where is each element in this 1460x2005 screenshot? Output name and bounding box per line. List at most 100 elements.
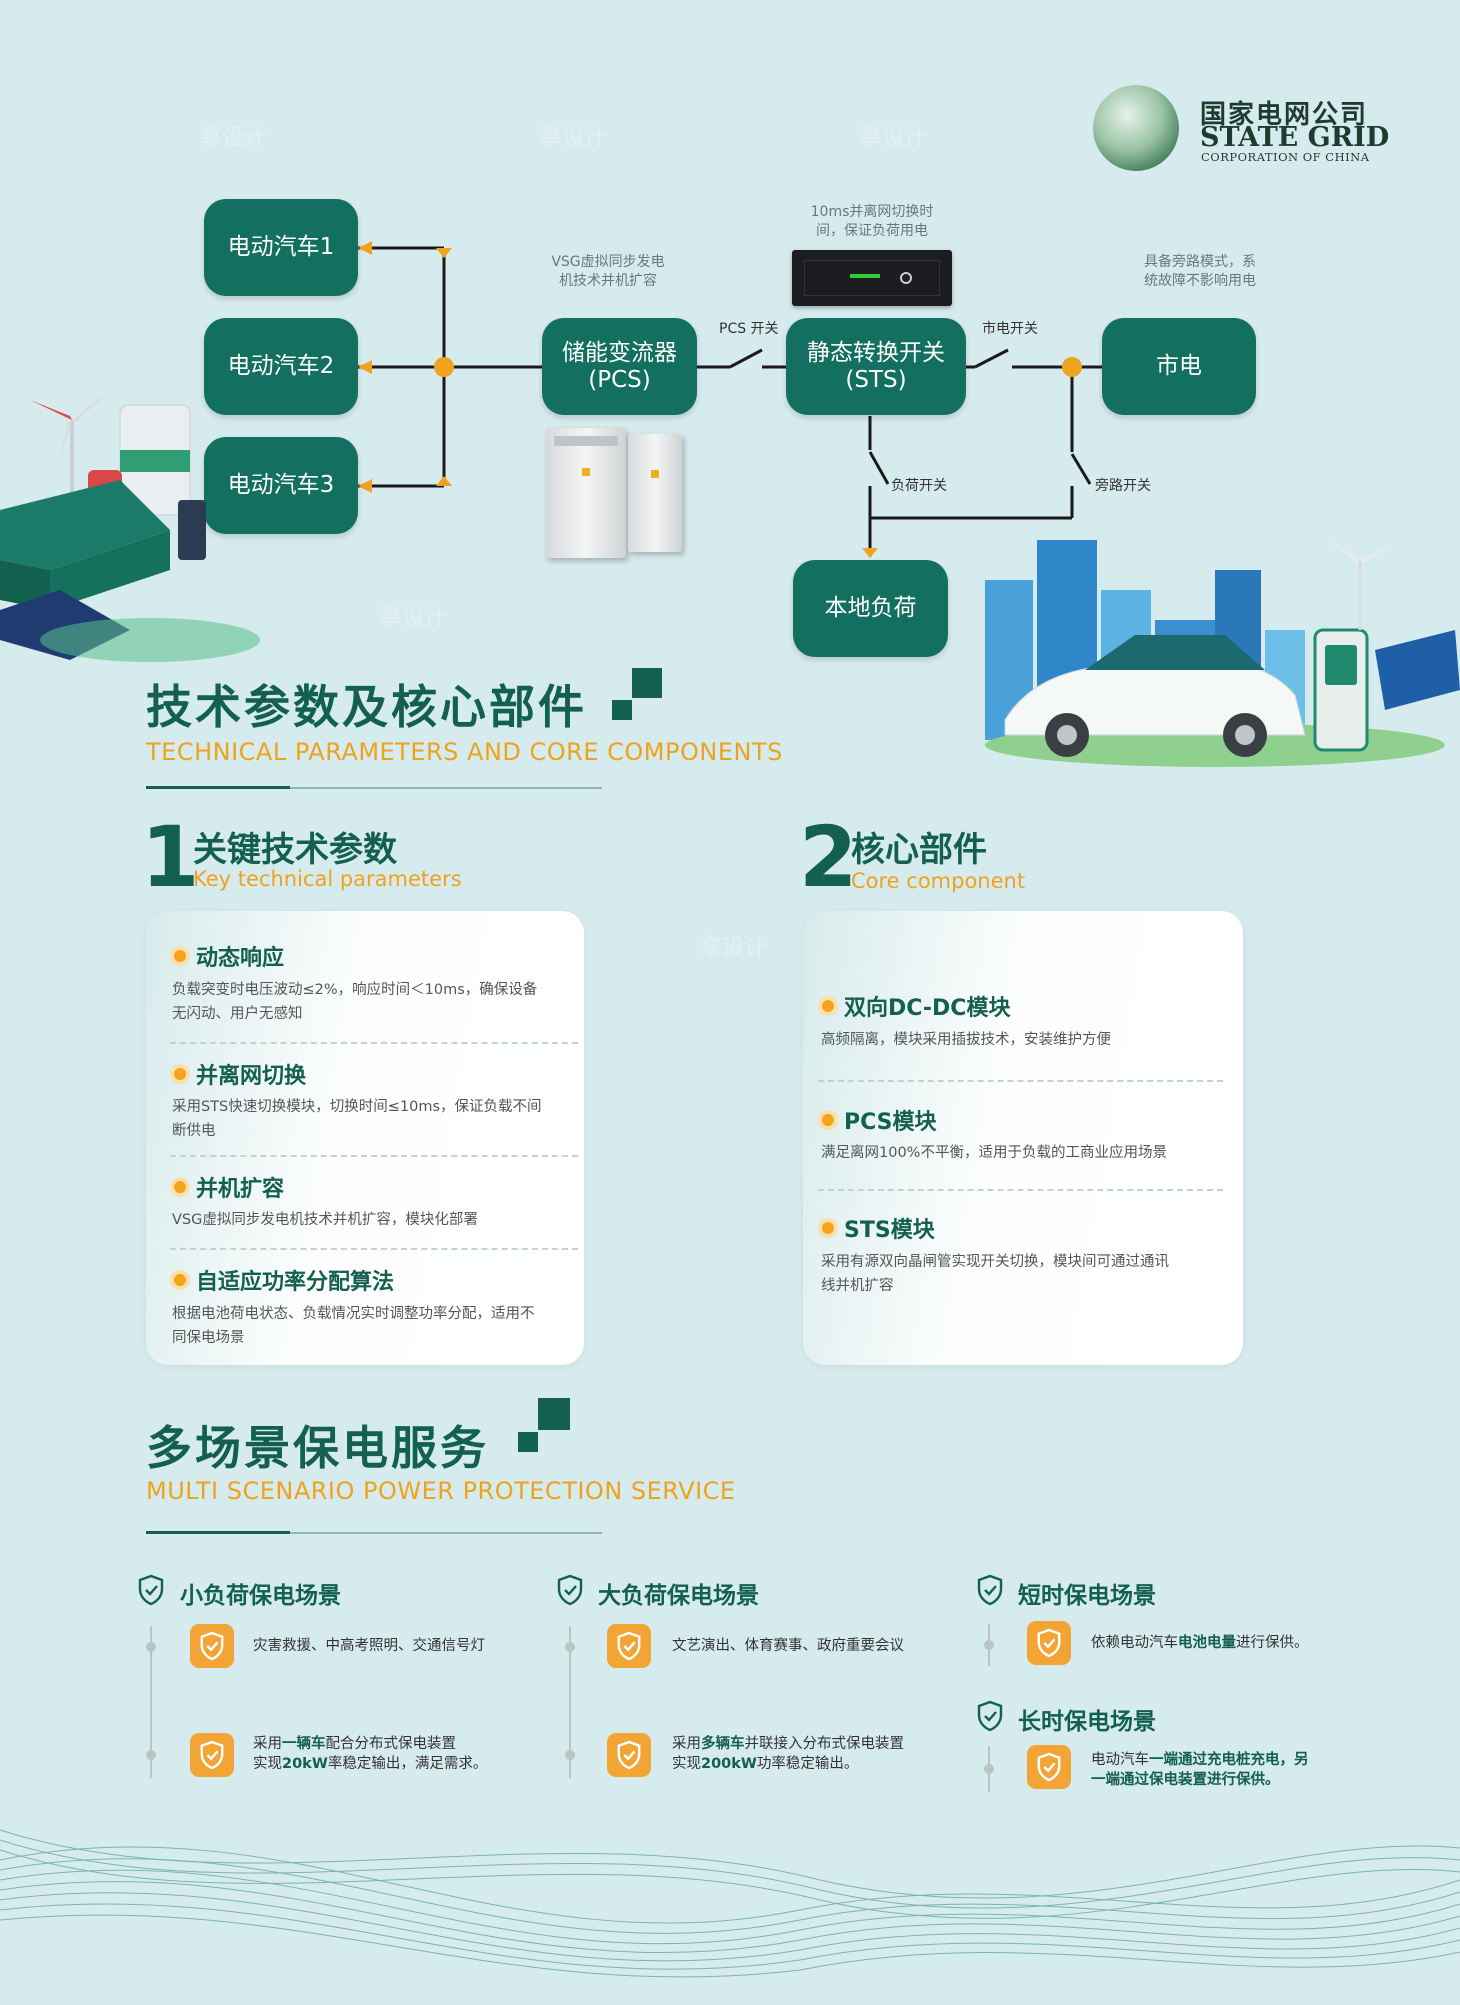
decorative-wave-lines xyxy=(0,1829,1460,1978)
section-divider-accent xyxy=(146,786,290,789)
title-deco-square xyxy=(632,668,662,698)
scenario-short-title: 短时保电场景 xyxy=(1018,1583,1156,1609)
param-item-desc: 根据电池荷电状态、负载情况实时调整功率分配，适用不 同保电场景 xyxy=(172,1306,535,1346)
ev2-node: 电动汽车2 xyxy=(204,318,358,415)
dashed-divider xyxy=(170,1155,578,1157)
shield-badge-icon xyxy=(607,1733,651,1777)
shield-check-icon xyxy=(977,1700,1003,1732)
shield-badge-icon xyxy=(190,1624,234,1668)
sts-node: 静态转换开关 (STS) xyxy=(786,318,966,415)
bullet-dot-icon xyxy=(818,1218,838,1238)
title-deco-square xyxy=(538,1398,570,1430)
service-section-title: 多场景保电服务 xyxy=(146,1421,489,1475)
param-item-title: 自适应功率分配算法 xyxy=(170,1264,394,1296)
pcs-switch-label: PCS 开关 xyxy=(719,321,779,337)
watermark: 享设计 xyxy=(540,126,607,151)
core-components-title: 核心部件 xyxy=(851,830,987,870)
key-params-title: 关键技术参数 xyxy=(193,830,397,870)
section-divider-accent xyxy=(146,1531,290,1534)
watermark: 享设计 xyxy=(380,606,447,631)
scenario-large-title: 大负荷保电场景 xyxy=(598,1583,759,1609)
logo-sub-text: CORPORATION OF CHINA xyxy=(1201,150,1370,164)
timeline-line xyxy=(569,1626,571,1778)
shield-check-icon xyxy=(138,1574,164,1606)
section-divider xyxy=(146,787,602,789)
energy-storage-illustration xyxy=(0,390,260,662)
shield-check-icon xyxy=(977,1574,1003,1606)
ev1-node: 电动汽车1 xyxy=(204,199,358,296)
timeline-dot xyxy=(984,1764,994,1774)
timeline-dot xyxy=(146,1642,156,1652)
vsg-note: VSG虚拟同步发电 机技术并机扩容 xyxy=(551,254,665,289)
component-item-title: 双向DC-DC模块 xyxy=(818,990,1010,1022)
diagram-connectors xyxy=(358,241,1102,558)
param-item-desc: 采用STS快速切换模块，切换时间≤10ms，保证负载不间 断供电 xyxy=(172,1099,542,1139)
shield-check-icon xyxy=(557,1574,583,1606)
title-deco-square xyxy=(612,700,632,720)
dashed-divider xyxy=(818,1080,1223,1082)
bullet-dot-icon xyxy=(818,1110,838,1130)
tech-section-subtitle: TECHNICAL PARAMETERS AND CORE COMPONENTS xyxy=(146,738,783,766)
scenario-short-text: 依赖电动汽车电池电量进行保供。 xyxy=(1091,1635,1309,1651)
component-item-title: STS模块 xyxy=(818,1212,935,1244)
scenario-large-text-2: 采用多辆车并联接入分布式保电装置 实现200kW功率稳定输出。 xyxy=(672,1736,904,1772)
dashed-divider xyxy=(818,1189,1223,1191)
section-divider xyxy=(146,1532,602,1534)
dashed-divider xyxy=(170,1042,578,1044)
grid-node: 市电 xyxy=(1102,318,1256,415)
component-item-desc: 采用有源双向晶闸管实现开关切换，模块间可通过通讯 线并机扩容 xyxy=(821,1254,1169,1294)
tech-section-title: 技术参数及核心部件 xyxy=(146,680,587,734)
timeline-dot xyxy=(565,1750,575,1760)
bullet-dot-icon xyxy=(170,1177,190,1197)
timeline-dot xyxy=(565,1642,575,1652)
watermark: 享设计 xyxy=(860,126,927,151)
param-item-title: 并离网切换 xyxy=(170,1058,306,1090)
grid-switch-label: 市电开关 xyxy=(982,321,1038,337)
ev3-node: 电动汽车3 xyxy=(204,437,358,534)
pcs-cabinet-image-2 xyxy=(628,434,682,552)
param-item-desc: VSG虚拟同步发电机技术并机扩容，模块化部署 xyxy=(172,1212,478,1228)
component-item-desc: 高频隔离，模块采用插拔技术，安装维护方便 xyxy=(821,1032,1111,1048)
bypass-switch-label: 旁路开关 xyxy=(1095,478,1151,494)
shield-badge-icon xyxy=(1027,1621,1071,1665)
bullet-dot-icon xyxy=(170,1270,190,1290)
key-params-card xyxy=(146,911,584,1365)
local-load-node: 本地负荷 xyxy=(793,560,948,657)
param-item-desc: 负载突变时电压波动≤2%，响应时间＜10ms，确保设备 无闪动、用户无感知 xyxy=(172,982,538,1022)
watermark: 享设计 xyxy=(1160,1266,1227,1291)
load-switch-label: 负荷开关 xyxy=(891,478,947,494)
bypass-note: 具备旁路模式，系 统故障不影响用电 xyxy=(1144,254,1256,289)
core-components-subtitle: Core component xyxy=(851,869,1026,893)
scenario-long-title: 长时保电场景 xyxy=(1018,1709,1156,1735)
scenario-large-text-1: 文艺演出、体育赛事、政府重要会议 xyxy=(672,1638,904,1654)
dashed-divider xyxy=(170,1248,578,1250)
title-deco-square xyxy=(518,1432,538,1452)
scenario-small-text-1: 灾害救援、中高考照明、交通信号灯 xyxy=(253,1638,485,1654)
key-params-number: 1 xyxy=(141,808,200,906)
pcs-cabinet-image xyxy=(546,428,626,558)
timeline-dot xyxy=(146,1750,156,1760)
param-item-title: 并机扩容 xyxy=(170,1171,284,1203)
core-components-number: 2 xyxy=(799,808,858,906)
logo-cn-text: 国家电网公司 xyxy=(1200,100,1369,130)
shield-badge-icon xyxy=(190,1733,234,1777)
component-item-title: PCS模块 xyxy=(818,1104,937,1136)
watermark: 享设计 xyxy=(200,126,267,151)
switch-time-note: 10ms并离网切换时 间，保证负荷用电 xyxy=(810,204,934,239)
scenario-long-text: 电动汽车一端通过充电桩充电，另 一端通过保电装置进行保供。 xyxy=(1091,1752,1309,1788)
timeline-line xyxy=(150,1626,152,1778)
timeline-dot xyxy=(984,1640,994,1650)
pcs-node: 储能变流器 (PCS) xyxy=(542,318,697,415)
component-item-desc: 满足离网100%不平衡，适用于负载的工商业应用场景 xyxy=(821,1145,1167,1161)
bullet-dot-icon xyxy=(170,1064,190,1084)
scenario-small-text-2: 采用一辆车配合分布式保电装置 实现20kW率稳定输出，满足需求。 xyxy=(253,1736,488,1772)
shield-badge-icon xyxy=(1027,1745,1071,1789)
sts-device-image xyxy=(792,250,952,306)
bullet-dot-icon xyxy=(818,996,838,1016)
service-section-subtitle: MULTI SCENARIO POWER PROTECTION SERVICE xyxy=(146,1477,736,1505)
logo-en-text: STATE GRID xyxy=(1200,122,1390,153)
city-car-illustration xyxy=(985,540,1460,767)
param-item-title: 动态响应 xyxy=(170,940,284,972)
state-grid-logo-icon xyxy=(1093,85,1179,171)
bullet-dot-icon xyxy=(170,946,190,966)
